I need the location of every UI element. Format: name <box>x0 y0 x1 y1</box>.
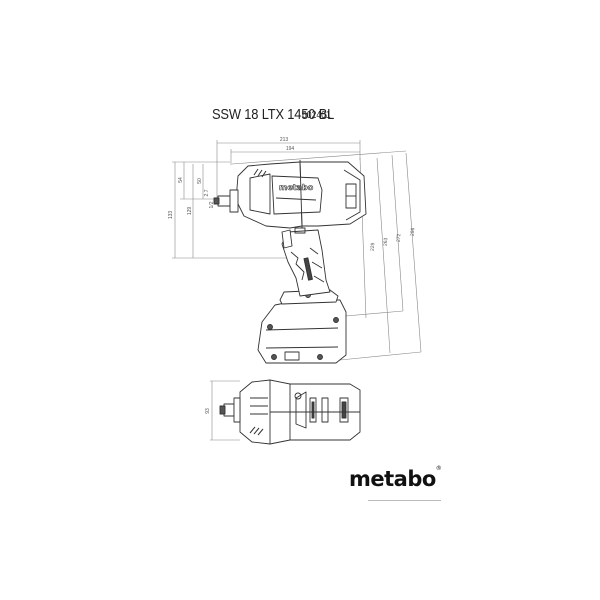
dimension-lines <box>172 140 422 441</box>
footer-brand: metabo <box>349 467 436 491</box>
tool-logo: metabo <box>279 183 314 192</box>
dimension-labels: 213 194 133 54 129 50 2.7 1/2 229 263 27… <box>168 137 416 414</box>
dim-54: 54 <box>178 177 184 183</box>
dim-129: 129 <box>187 207 193 216</box>
model-title: SSW 18 LTX 1450 BL <box>212 106 335 123</box>
dim-93: 93 <box>205 408 211 414</box>
dim-50: 50 <box>197 178 203 184</box>
article-number: 602401 <box>302 110 331 121</box>
top-view-tool <box>219 379 361 445</box>
dim-194: 194 <box>286 146 295 152</box>
dim-133: 133 <box>168 211 174 220</box>
footer-divider <box>368 500 441 501</box>
dim-272: 272 <box>396 233 403 242</box>
dim-229: 229 <box>370 242 377 251</box>
dim-263: 263 <box>383 237 390 246</box>
registered-mark: ® <box>435 465 442 472</box>
dim-chuck-2: 1/2 <box>209 201 215 208</box>
side-view-tool: metabo <box>213 159 367 364</box>
dim-296: 296 <box>410 227 417 236</box>
dim-213: 213 <box>280 137 289 143</box>
dim-chuck-1: 2.7 <box>204 189 210 196</box>
footer-logo: metabo® <box>349 465 442 491</box>
